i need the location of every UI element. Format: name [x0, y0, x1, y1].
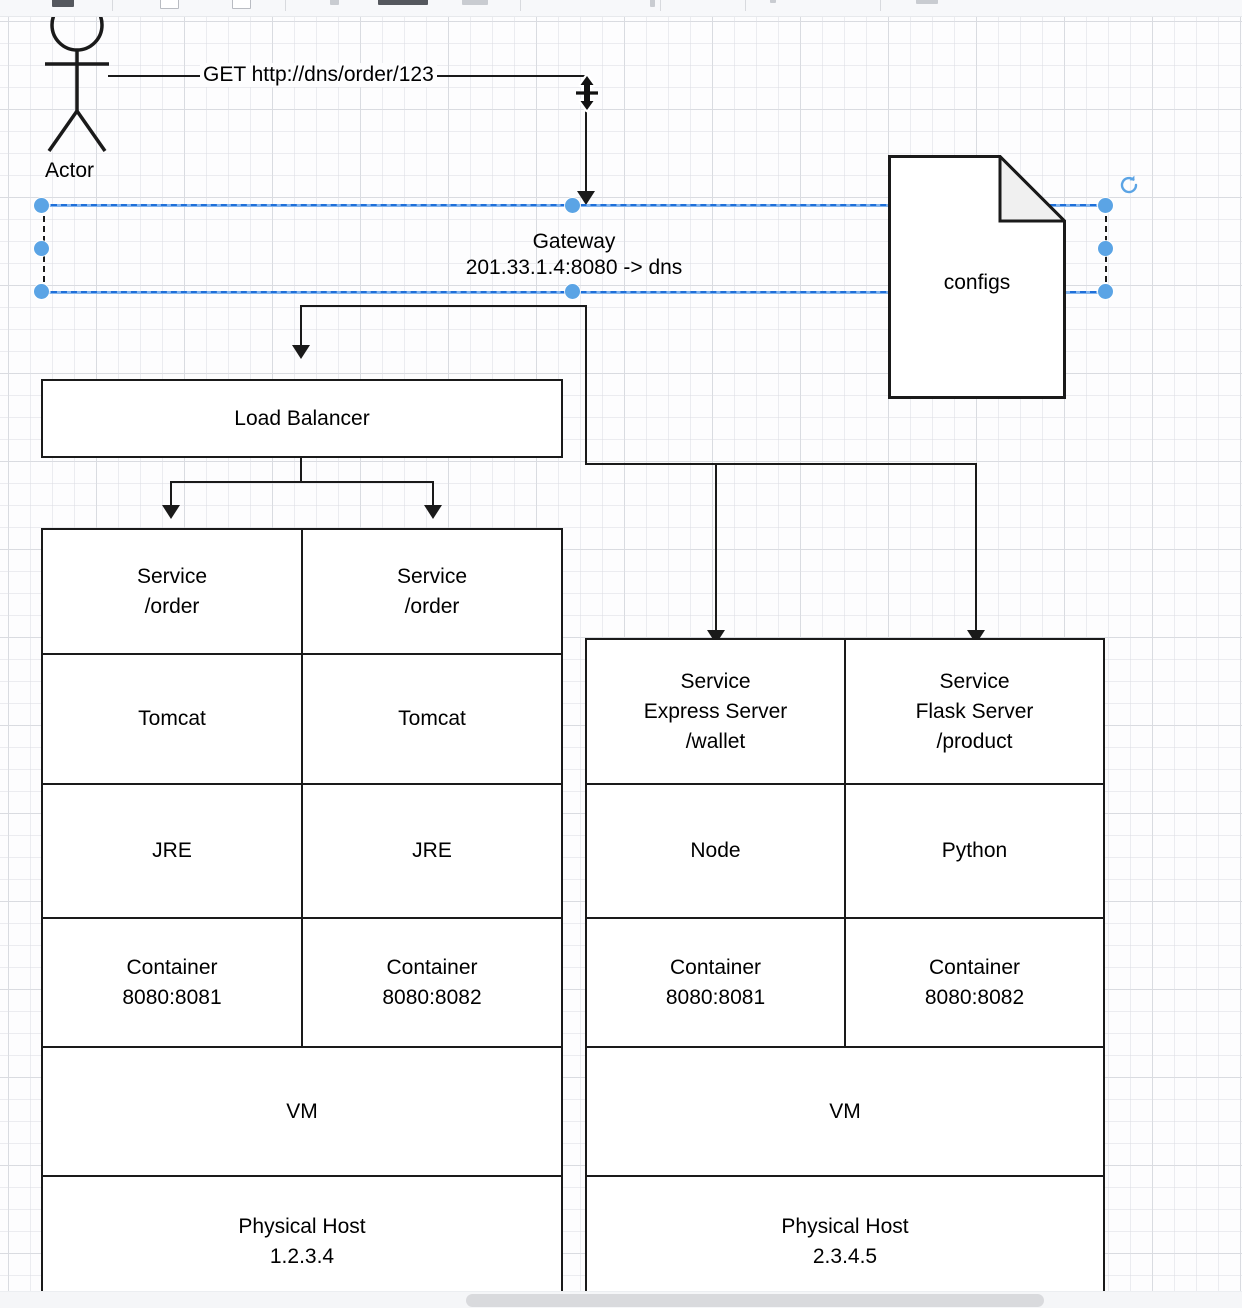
lb-to-service2-vertical[interactable] — [432, 481, 434, 510]
request-edge-label: GET http://dns/order/123 — [200, 63, 437, 87]
toolbar-icon-8[interactable] — [770, 0, 776, 3]
actor-label: Actor — [45, 159, 95, 182]
right-physical-host-cell[interactable]: Physical Host 2.3.4.5 — [585, 1175, 1105, 1291]
right-vm-cell[interactable]: VM — [585, 1046, 1105, 1177]
toolbar-separator — [520, 0, 521, 11]
lb-split-stem[interactable] — [300, 458, 302, 482]
lb-to-service1-vertical[interactable] — [170, 481, 172, 510]
toolbar-icon-6[interactable] — [462, 0, 488, 5]
left-vm-cell[interactable]: VM — [41, 1046, 563, 1177]
toolbar-separator — [880, 0, 881, 11]
gateway-title[interactable]: Gateway — [532, 230, 616, 253]
actor-shape[interactable] — [38, 17, 116, 161]
selection-handle-top-left[interactable] — [34, 198, 49, 213]
toolbar — [0, 0, 1242, 17]
gateway-to-wallet-vertical[interactable] — [715, 463, 717, 634]
toolbar-separator — [285, 0, 286, 11]
load-balancer-node[interactable]: Load Balancer — [41, 379, 563, 458]
left-runtime-cell-1[interactable]: JRE — [41, 783, 303, 919]
right-service-cell-1[interactable]: Service Express Server /wallet — [585, 638, 846, 785]
toolbar-icon-2[interactable] — [160, 0, 179, 9]
left-container-cell-1[interactable]: Container 8080:8081 — [41, 917, 303, 1048]
vertical-resize-cursor — [574, 73, 600, 113]
gateway-to-right-stem[interactable] — [585, 305, 587, 465]
toolbar-separator — [745, 0, 746, 11]
right-runtime-cell-2[interactable]: Python — [844, 783, 1105, 919]
toolbar-icon-3[interactable] — [232, 0, 251, 9]
left-runtime-cell-2[interactable]: JRE — [301, 783, 563, 919]
right-container-cell-1[interactable]: Container 8080:8081 — [585, 917, 846, 1048]
toolbar-separator — [112, 0, 113, 11]
toolbar-icon-4[interactable] — [330, 0, 339, 5]
selection-handle-bottom-right[interactable] — [1098, 284, 1113, 299]
selection-handle-bottom-left[interactable] — [34, 284, 49, 299]
left-container-cell-2[interactable]: Container 8080:8082 — [301, 917, 563, 1048]
selection-handle-top-center[interactable] — [565, 198, 580, 213]
left-service-cell-2[interactable]: Service /order — [301, 528, 563, 655]
horizontal-scrollbar-track[interactable] — [0, 1291, 1242, 1308]
configs-note-shape[interactable]: configs — [888, 155, 1066, 399]
gateway-to-lb-arrowhead — [292, 345, 310, 359]
left-server-cell-2[interactable]: Tomcat — [301, 653, 563, 785]
gateway-to-right-bar[interactable] — [585, 463, 977, 465]
diagram-canvas[interactable]: Actor GET http://dns/order/123 Gateway 2… — [0, 17, 1242, 1291]
left-physical-host-cell[interactable]: Physical Host 1.2.3.4 — [41, 1175, 563, 1291]
gateway-to-product-vertical[interactable] — [975, 463, 977, 634]
request-edge-arrowhead — [577, 191, 595, 205]
horizontal-scrollbar-thumb[interactable] — [466, 1294, 1044, 1307]
right-runtime-cell-1[interactable]: Node — [585, 783, 846, 919]
toolbar-icon-1[interactable] — [52, 0, 74, 7]
toolbar-icon-7[interactable] — [650, 0, 655, 7]
selection-handle-middle-right[interactable] — [1098, 241, 1113, 256]
right-service-cell-2[interactable]: Service Flask Server /product — [844, 638, 1105, 785]
right-container-cell-2[interactable]: Container 8080:8082 — [844, 917, 1105, 1048]
toolbar-icon-5[interactable] — [378, 0, 428, 5]
gateway-to-lb-vertical[interactable] — [300, 305, 302, 350]
gateway-to-lb-horizontal[interactable] — [300, 305, 586, 307]
selection-handle-top-right[interactable] — [1098, 198, 1113, 213]
toolbar-separator — [660, 0, 661, 11]
left-server-cell-1[interactable]: Tomcat — [41, 653, 303, 785]
lb-split-bar[interactable] — [170, 481, 432, 483]
lb-to-service2-arrowhead — [424, 505, 442, 519]
left-service-cell-1[interactable]: Service /order — [41, 528, 303, 655]
configs-note-label: configs — [943, 271, 1011, 294]
lb-to-service1-arrowhead — [162, 505, 180, 519]
selection-handle-bottom-center[interactable] — [565, 284, 580, 299]
toolbar-icon-9[interactable] — [916, 0, 938, 4]
request-edge-vertical[interactable] — [585, 75, 587, 200]
gateway-subtitle[interactable]: 201.33.1.4:8080 -> dns — [465, 256, 683, 279]
rotate-icon[interactable] — [1118, 174, 1140, 196]
selection-handle-middle-left[interactable] — [34, 241, 49, 256]
